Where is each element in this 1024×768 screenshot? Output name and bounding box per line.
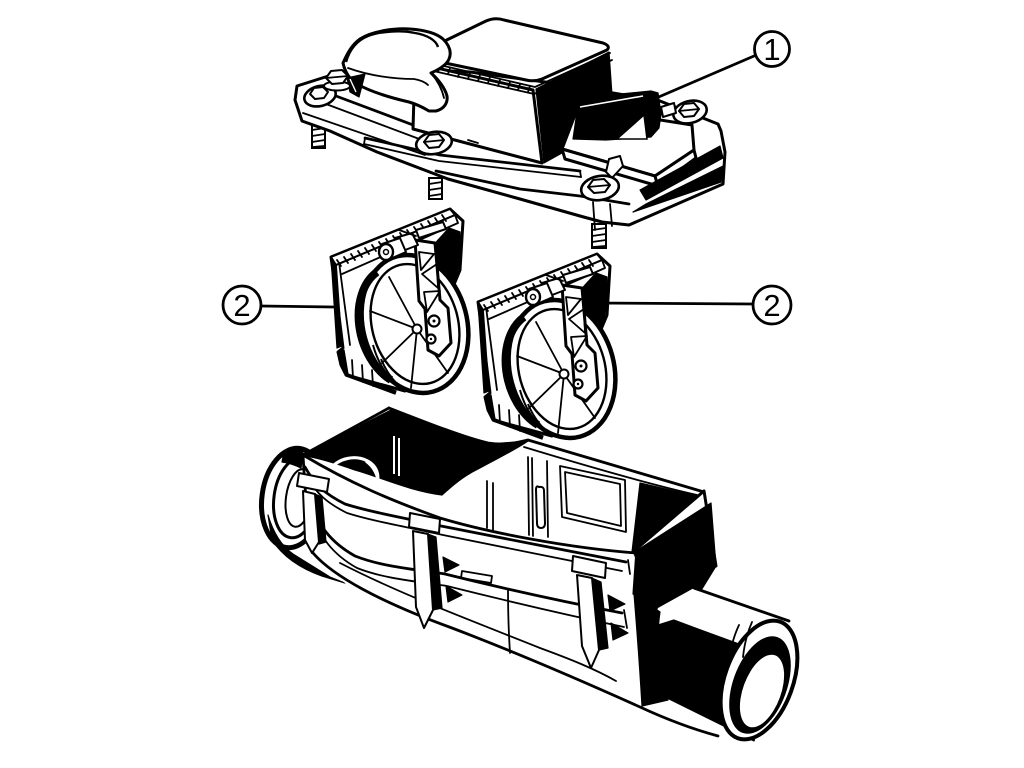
svg-text:2: 2 [233,288,250,323]
svg-text:2: 2 [763,288,780,323]
svg-text:1: 1 [763,32,780,67]
